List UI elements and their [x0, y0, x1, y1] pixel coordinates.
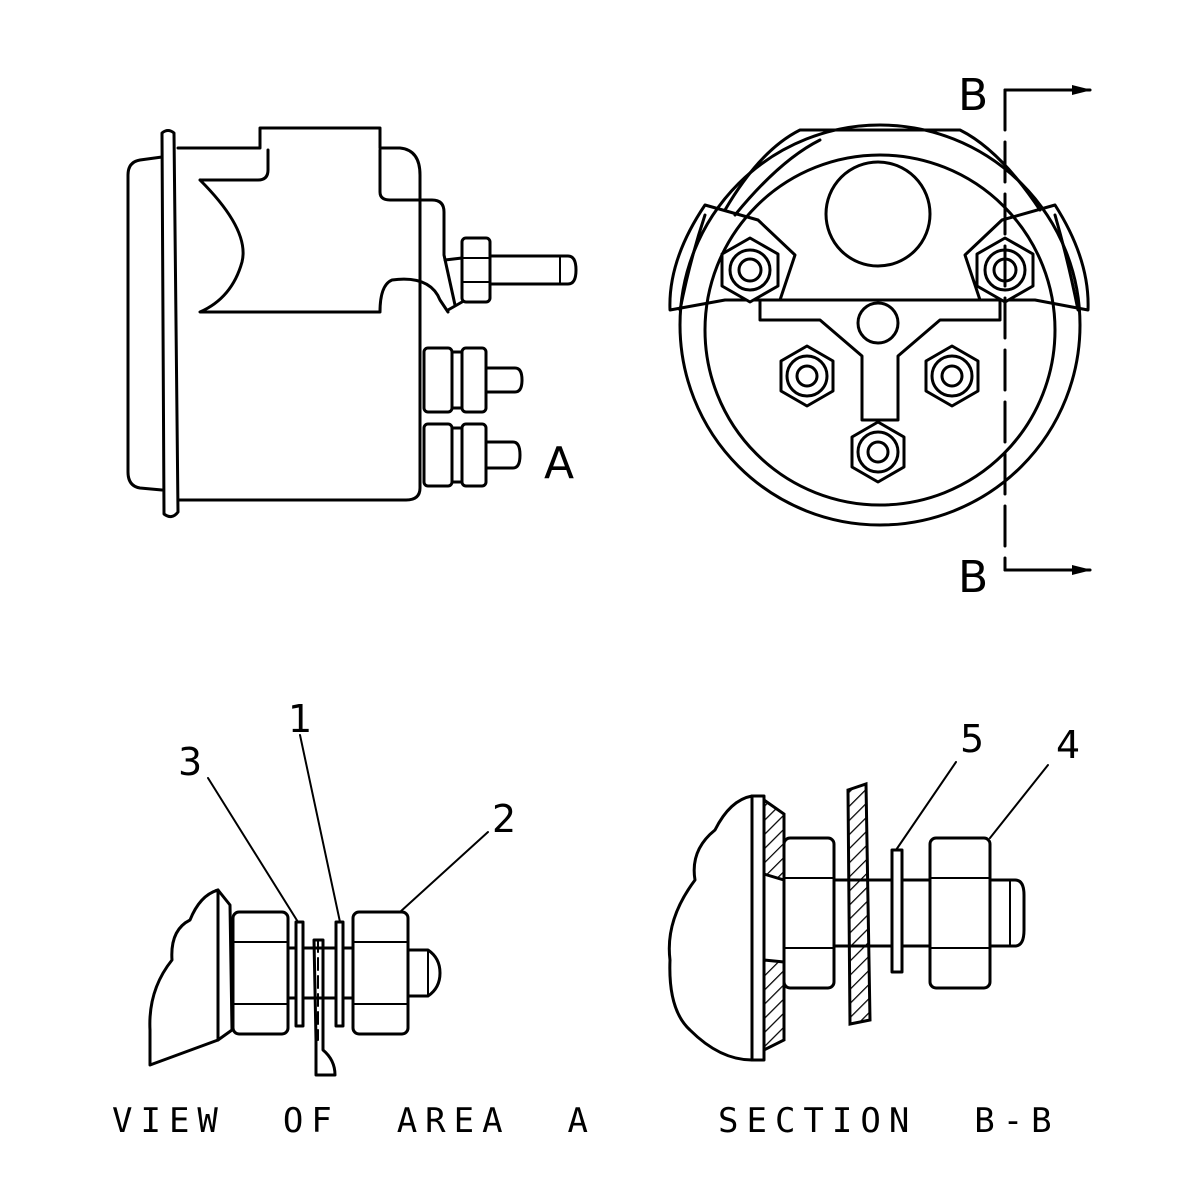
washer-5	[890, 848, 904, 974]
center-boss	[824, 160, 932, 268]
callout-5: 5	[960, 717, 984, 761]
section-bb-detail: 5 4	[667, 717, 1080, 1062]
leader-2	[399, 831, 489, 913]
lower-stud	[484, 440, 522, 470]
left-ear	[668, 203, 797, 312]
caption-section-bb: SECTION B-B	[718, 1101, 1060, 1141]
washer-1	[334, 920, 345, 1028]
callout-3: 3	[178, 740, 202, 784]
top-nut	[460, 236, 492, 304]
leader-1	[299, 734, 341, 923]
y-connector	[758, 298, 1002, 422]
mounting-strap	[198, 148, 457, 314]
hatched-insulator-bottom	[762, 958, 786, 1053]
callout-1: 1	[288, 697, 312, 741]
end-nut-bottom	[850, 420, 906, 484]
end-view: B B	[668, 70, 1092, 603]
leader-5	[895, 761, 957, 851]
inner-housing	[703, 153, 1057, 507]
stud-tip-b	[988, 878, 1026, 948]
body-break	[148, 888, 220, 1067]
area-a-detail: 1 3 2	[148, 697, 516, 1077]
middle-stud	[484, 366, 524, 394]
leader-3	[207, 777, 299, 923]
lower-nut	[422, 422, 454, 488]
section-b-bottom-label: B	[958, 552, 988, 603]
top-stud	[488, 254, 578, 286]
leader-4	[989, 764, 1049, 839]
caption-view-area-a: VIEW OF AREA A	[112, 1101, 596, 1141]
outer-housing	[678, 123, 1082, 527]
area-a-label: A	[544, 438, 574, 489]
terminal-tab	[312, 938, 337, 1077]
outer-nut	[351, 910, 410, 1036]
stud-tip	[406, 948, 442, 998]
middle-nut	[422, 346, 454, 414]
inner-nut	[231, 910, 290, 1036]
inner-nut-b	[782, 836, 836, 990]
body-break-b	[667, 794, 754, 1062]
hatched-strap	[846, 781, 872, 1026]
hatched-insulator-top	[762, 797, 786, 883]
washer-3	[294, 920, 305, 1028]
side-view: A	[126, 126, 578, 519]
callout-4: 4	[1056, 723, 1080, 767]
end-nut-left	[779, 344, 835, 408]
solenoid-body	[176, 126, 422, 502]
front-flange	[160, 129, 180, 519]
section-b-top-label: B	[958, 70, 988, 121]
callout-2: 2	[492, 797, 516, 841]
right-ear	[963, 203, 1090, 312]
end-nut-right	[924, 344, 980, 408]
top-bracket	[723, 128, 1042, 212]
front-cap	[126, 155, 164, 492]
end-nut-left-top	[720, 236, 780, 304]
outer-nut-b	[928, 836, 992, 990]
